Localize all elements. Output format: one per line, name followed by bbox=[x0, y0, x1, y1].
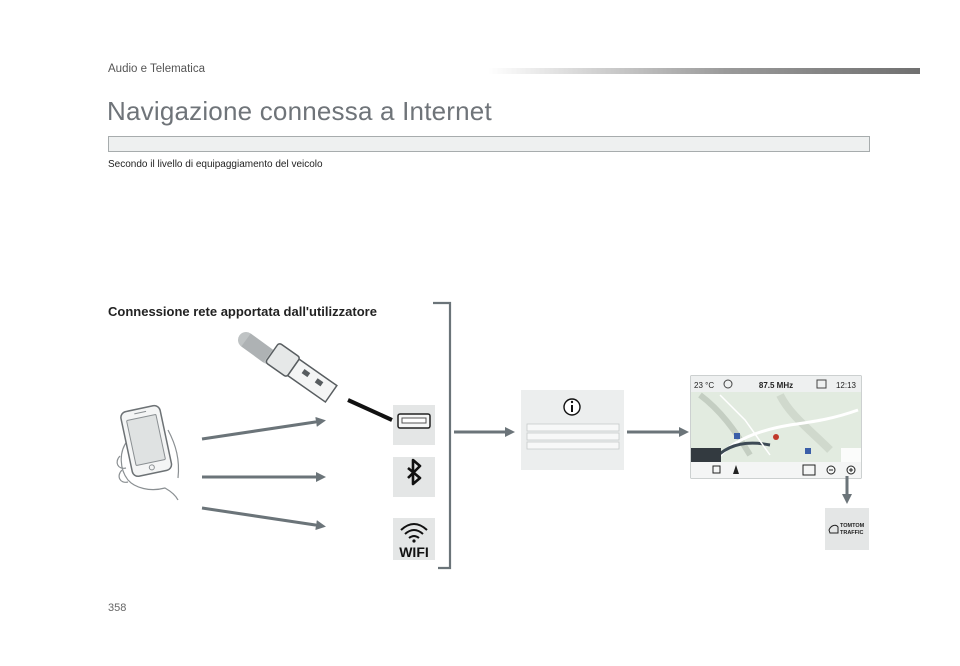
title-underline-bar bbox=[108, 136, 870, 152]
traffic-car-icon bbox=[828, 524, 839, 534]
traffic-badge-line2: TRAFFIC bbox=[840, 530, 864, 536]
screen-destination-flag-icon bbox=[712, 465, 721, 474]
page-title: Navigazione connessa a Internet bbox=[107, 96, 492, 126]
screen-radio-frequency: 87.5 MHz bbox=[759, 381, 793, 390]
screen-clock: 12:13 bbox=[836, 381, 857, 390]
screen-zoom-out-icon bbox=[826, 465, 836, 475]
wifi-label: WIFI bbox=[399, 544, 429, 560]
screen-compass-icon bbox=[733, 465, 739, 474]
arrow-phone-to-wifi bbox=[201, 506, 326, 531]
usb-plug-icon bbox=[238, 332, 393, 422]
section-heading: Connessione rete apportata dall'utilizza… bbox=[108, 304, 377, 319]
arrow-phone-to-usb bbox=[201, 416, 326, 441]
screen-temperature: 23 °C bbox=[694, 381, 714, 390]
map-destination-marker bbox=[773, 434, 779, 440]
bluetooth-icon bbox=[393, 457, 435, 497]
wifi-icon: WIFI bbox=[393, 518, 435, 560]
traffic-badge-line1: TOMTOM bbox=[840, 523, 865, 529]
info-panel bbox=[521, 390, 624, 470]
page-number: 358 bbox=[108, 602, 127, 614]
navigation-screen: 23 °C 87.5 MHz 12:13 bbox=[690, 375, 862, 479]
smartphone-hand-icon bbox=[116, 404, 180, 501]
usb-port-icon bbox=[393, 405, 435, 445]
section-label: Audio e Telematica bbox=[108, 63, 205, 75]
header-gradient-rule bbox=[488, 68, 920, 74]
screen-map-options-icon bbox=[802, 464, 816, 476]
screen-media-icon bbox=[816, 379, 827, 389]
equipment-note: Secondo il livello di equipaggiamento de… bbox=[108, 159, 323, 170]
map-poi-icon bbox=[734, 433, 740, 439]
grouping-bracket bbox=[433, 301, 452, 570]
screen-zoom-in-icon bbox=[846, 465, 856, 475]
screen-settings-icon bbox=[723, 379, 733, 389]
tomtom-traffic-badge: TOMTOM TRAFFIC bbox=[825, 508, 869, 550]
